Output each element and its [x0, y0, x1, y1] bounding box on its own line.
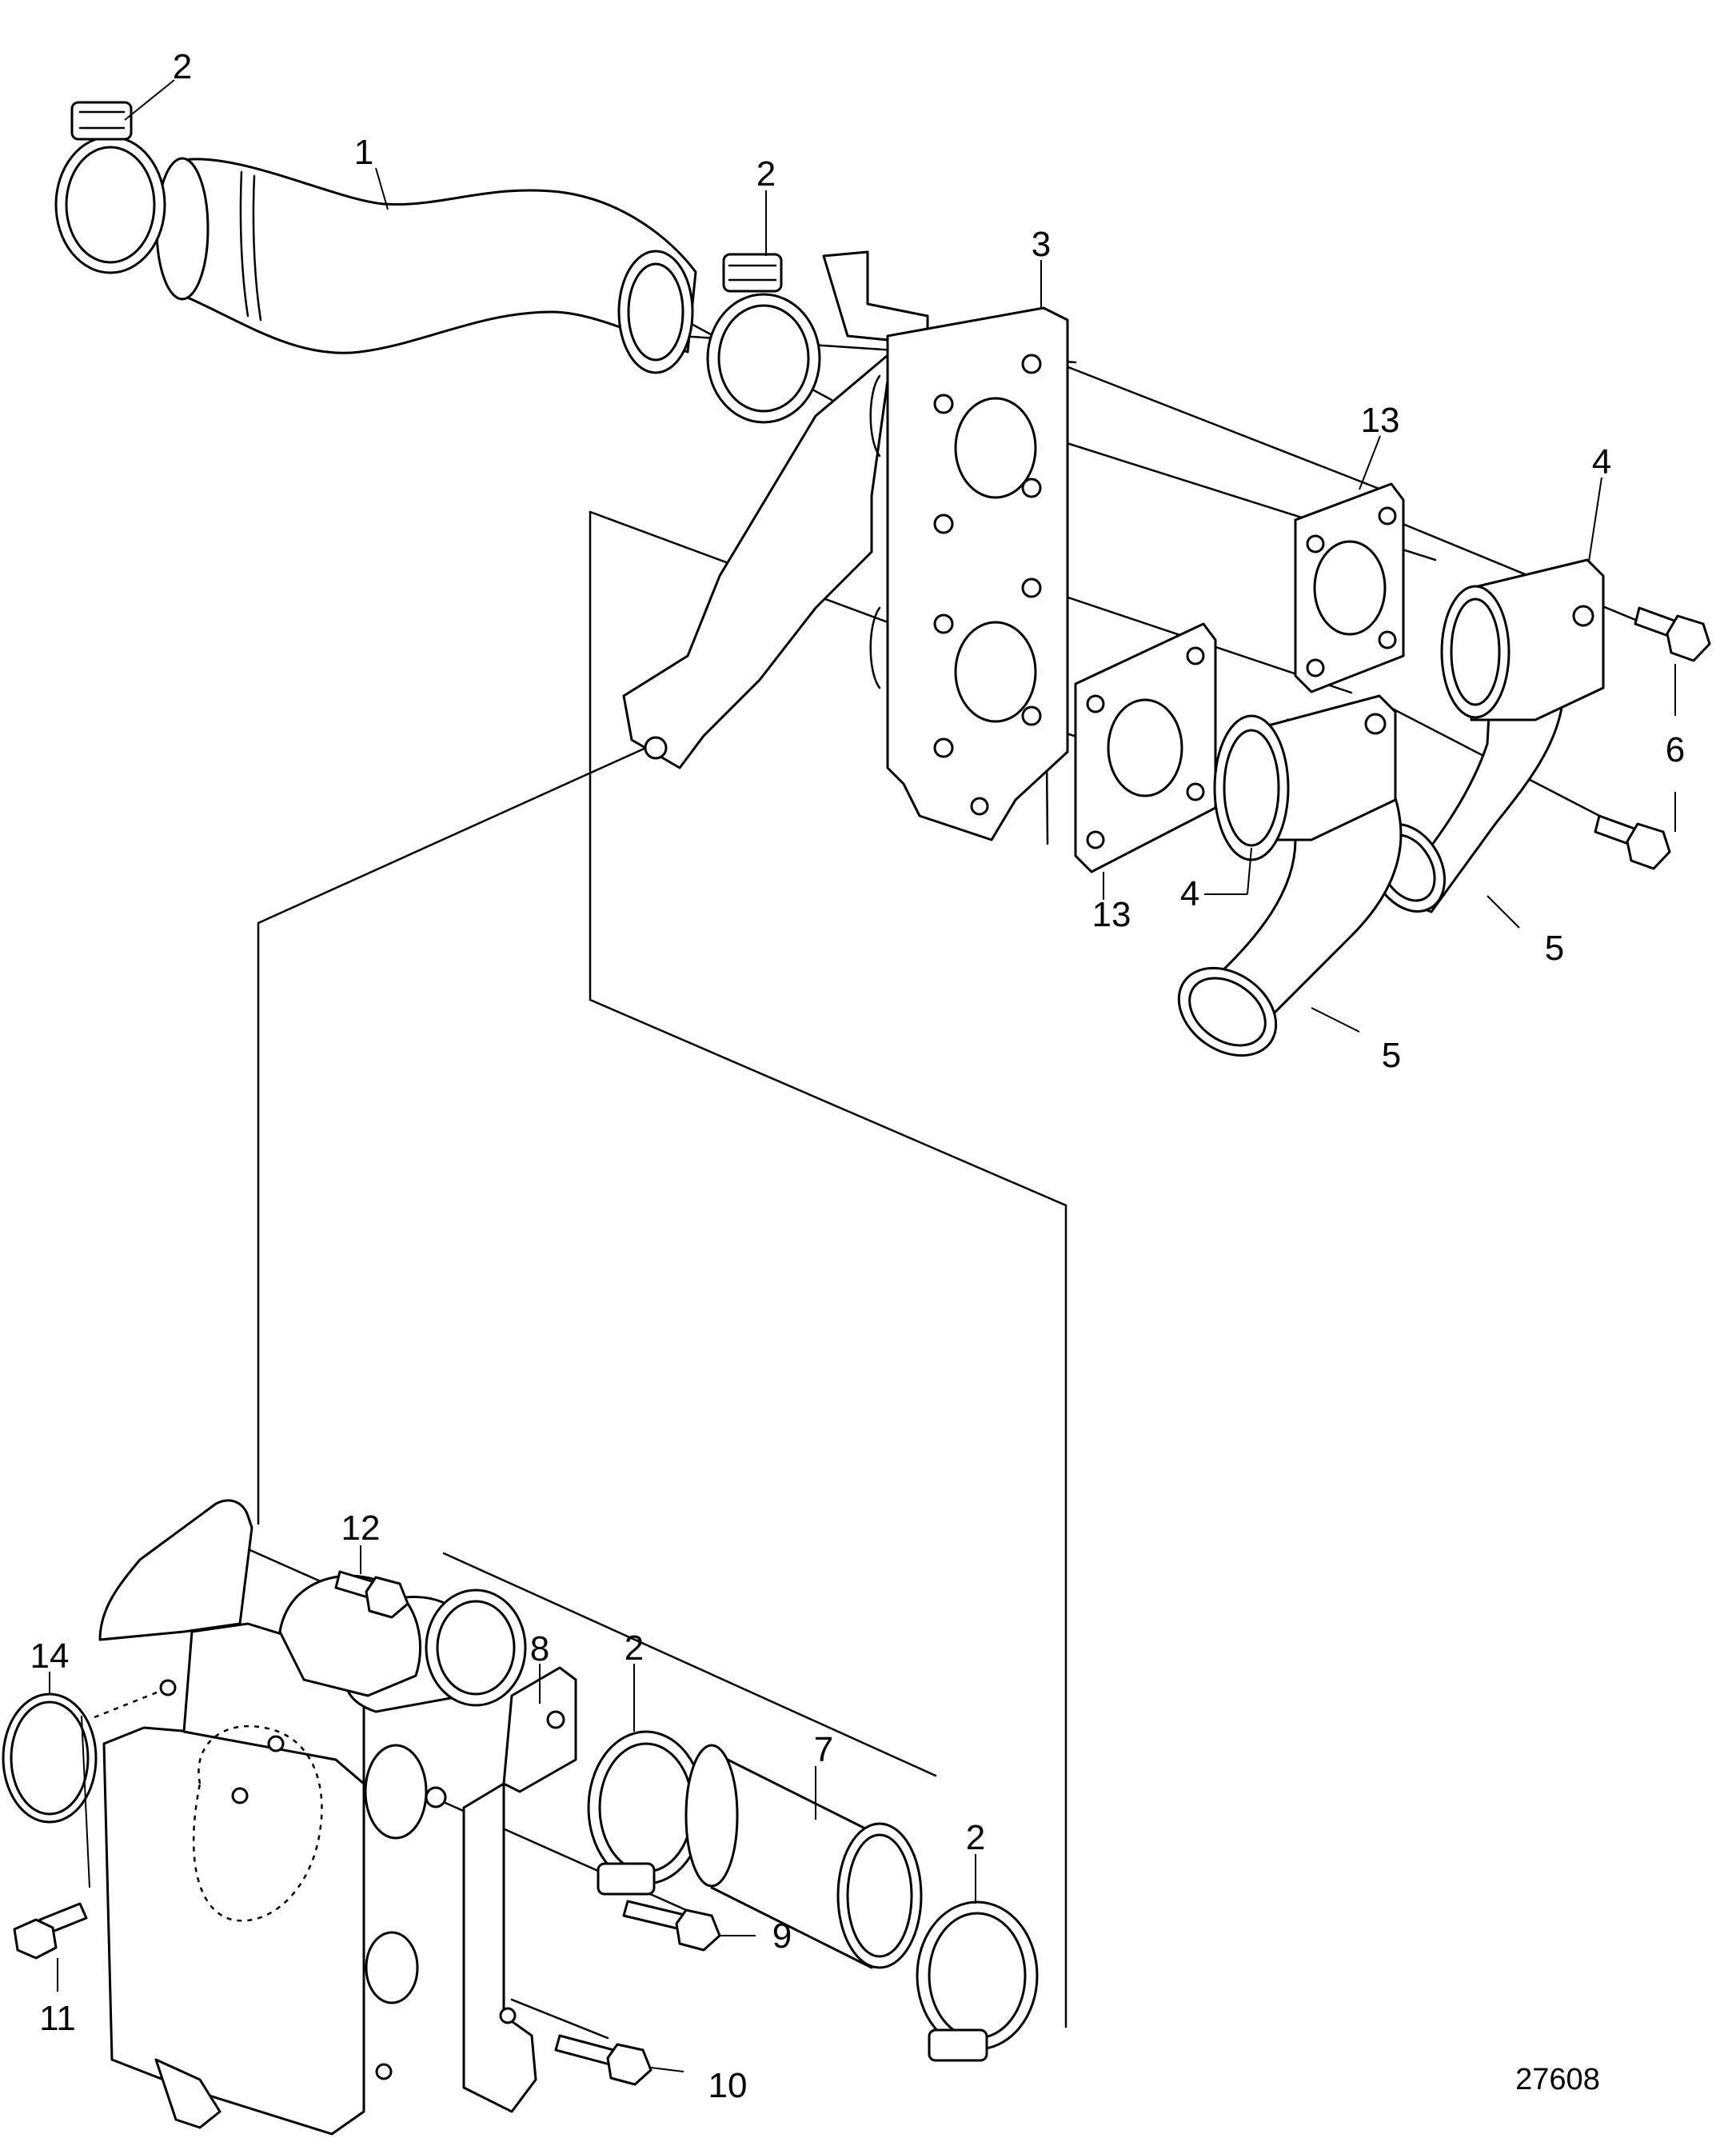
callout-6: 6 [1666, 730, 1685, 769]
callout-7: 7 [814, 1730, 833, 1769]
hose-clamp-lower-right [916, 1900, 1039, 2062]
bracket [622, 250, 1069, 841]
leader-lines [49, 79, 1676, 2072]
callout-4-upper: 4 [1592, 442, 1611, 482]
bolt-10 [554, 2034, 652, 2086]
callout-14: 14 [30, 1636, 70, 1676]
elbow-pipe-lower [1177, 694, 1403, 1057]
callout-4-lower: 4 [1180, 874, 1199, 913]
callout-13-lower: 13 [1092, 895, 1131, 934]
callout-3: 3 [1032, 225, 1051, 264]
hose-clamp-upper-left [54, 101, 166, 274]
figure-id: 27608 [1515, 2063, 1600, 2096]
elbow-pipe-upper [1368, 558, 1605, 913]
callout-1: 1 [354, 133, 373, 172]
callout-13-upper: 13 [1361, 401, 1400, 440]
bolt-6-upper [1634, 606, 1711, 662]
sealing-ring [2, 1692, 98, 1824]
callout-12: 12 [341, 1509, 381, 1548]
gasket-upper [1294, 482, 1405, 693]
callout-11: 11 [39, 1999, 76, 2038]
callout-2-lower-left: 2 [625, 1628, 644, 1668]
callout-labels: 1 2 2 2 2 3 4 4 5 5 6 7 8 9 10 11 12 13 … [30, 47, 1686, 2105]
bolt-12 [334, 1570, 409, 1619]
callout-2-upper-right: 2 [756, 154, 776, 194]
callout-2-lower-right: 2 [966, 1818, 985, 1857]
bolt-6-lower [1594, 814, 1671, 870]
hose-clamp-lower-left [587, 1730, 705, 1896]
upper-hose [155, 157, 697, 374]
callout-9: 9 [772, 1916, 792, 1956]
callout-2-upper-left: 2 [173, 47, 192, 86]
bolt-9 [622, 1900, 721, 1952]
callout-5-lower: 5 [1382, 1036, 1401, 1075]
callout-10: 10 [708, 2066, 748, 2105]
hose-clamp-upper-right [706, 253, 821, 424]
bolt-11 [13, 1902, 88, 1960]
lower-hose [684, 1744, 923, 1969]
callout-5-upper: 5 [1545, 929, 1564, 968]
gasket-lower [1074, 622, 1217, 873]
callout-8: 8 [530, 1629, 549, 1668]
lower-housing [98, 1499, 577, 2136]
